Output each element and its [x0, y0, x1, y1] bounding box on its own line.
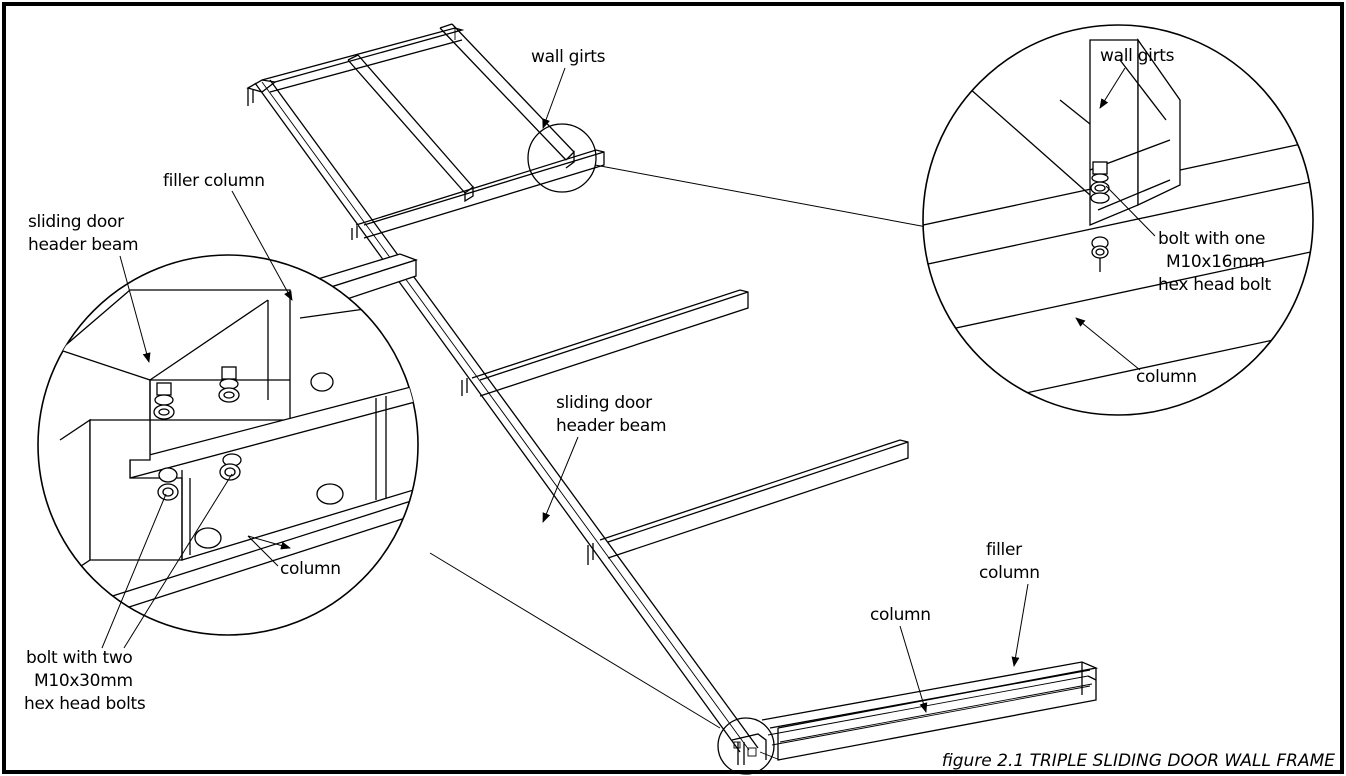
middle-horizontal-girt: [461, 289, 749, 397]
top-end-cap: [246, 79, 277, 93]
label-column-bottom: column: [870, 605, 931, 625]
top-wall-girt: [261, 27, 465, 93]
bolt-pair-top: [153, 366, 240, 420]
lower-horizontal-girt: [587, 439, 909, 565]
label-bolt-two-1: bolt with two: [26, 648, 133, 668]
label-bolt-two-2: M10x30mm: [34, 671, 133, 691]
label-sliding-door-main-2: header beam: [556, 416, 666, 436]
label-filler-column-main: filler column: [163, 171, 265, 191]
label-column-left: column: [280, 559, 341, 579]
label-bolt-one-3: hex head bolt: [1158, 275, 1272, 295]
bottom-column: [759, 661, 1099, 761]
label-wall-girts-main: wall girts: [531, 47, 606, 67]
label-wall-girts-detail: wall girts: [1100, 46, 1175, 66]
figure-caption: figure 2.1 TRIPLE SLIDING DOOR WALL FRAM…: [942, 751, 1335, 771]
label-sliding-door-left-1: sliding door: [28, 212, 124, 232]
bolt-pair-bottom: [157, 453, 242, 501]
diagonal-header-beam: [254, 79, 759, 753]
label-sliding-door-main-1: sliding door: [556, 393, 652, 413]
upper-horizontal-girt: [351, 149, 605, 240]
label-bolt-two-3: hex head bolts: [24, 694, 146, 714]
left-detail-view: [37, 254, 419, 636]
label-column-right: column: [1136, 367, 1197, 387]
top-joint-circle: [527, 123, 597, 193]
label-bolt-one-1: bolt with one: [1158, 229, 1265, 249]
single-bolt: [1090, 161, 1110, 272]
label-bolt-one-2: M10x16mm: [1166, 252, 1265, 272]
right-detail-view: [922, 24, 1314, 416]
bottom-joint-circle: [717, 717, 775, 775]
label-filler-bottom-1: filler: [986, 540, 1022, 560]
label-sliding-door-left-2: header beam: [28, 235, 138, 255]
label-filler-bottom-2: column: [979, 563, 1040, 583]
